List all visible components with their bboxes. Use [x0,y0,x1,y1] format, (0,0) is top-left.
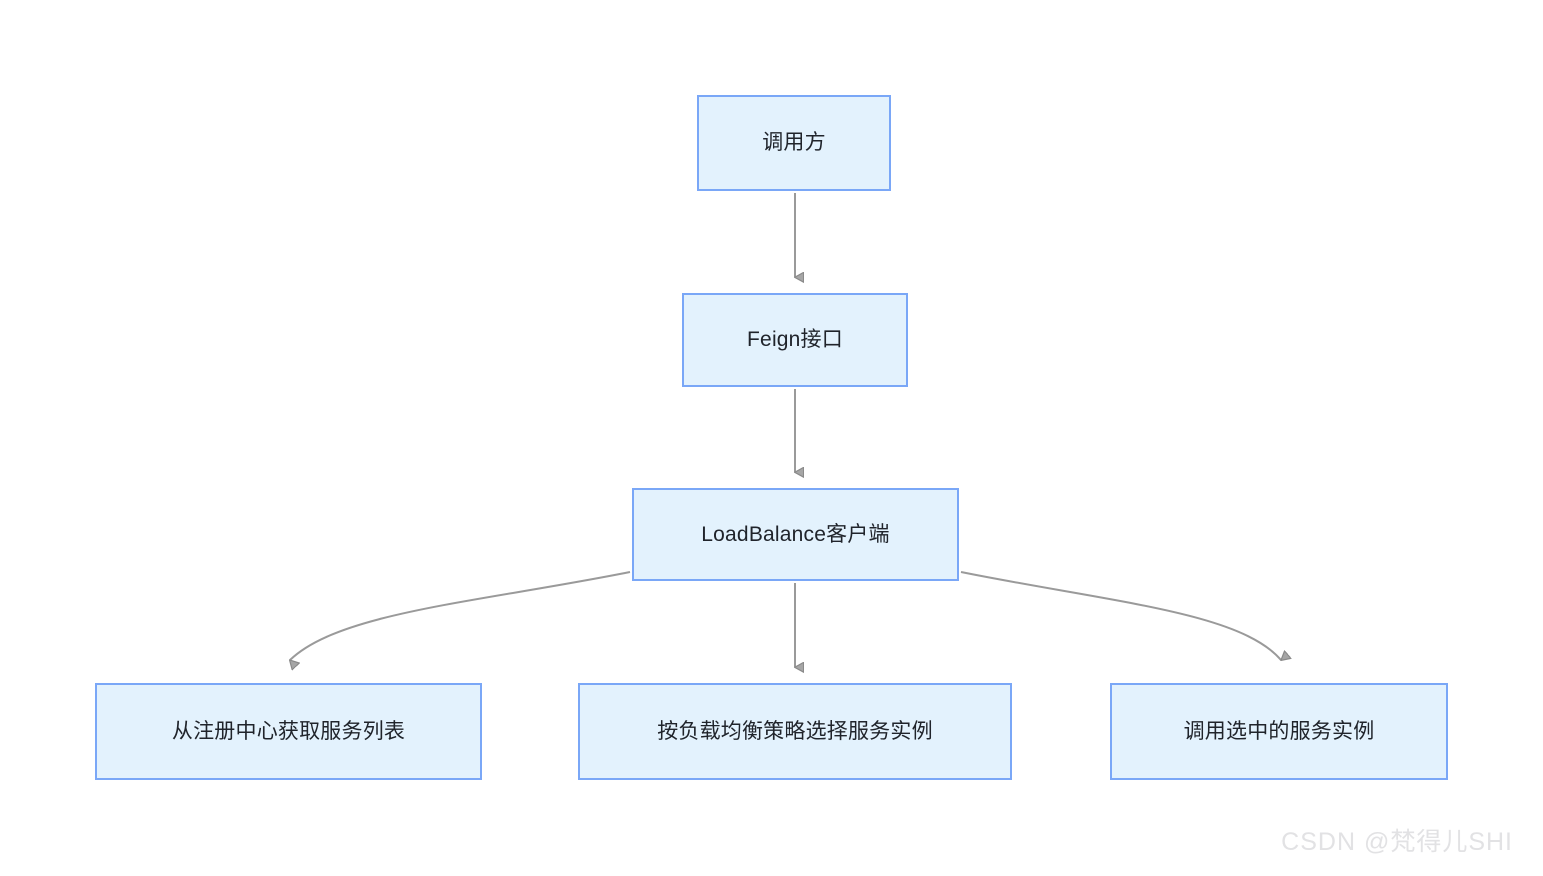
node-caller[interactable]: 调用方 [697,95,891,191]
node-fetch-service-list-label: 从注册中心获取服务列表 [171,719,406,743]
node-select-service-instance[interactable]: 按负载均衡策略选择服务实例 [578,683,1012,780]
edge-loadbalance-to-invoke-instance [960,571,1281,660]
node-caller-label: 调用方 [762,131,826,155]
edge-loadbalance-to-fetch-list [290,571,631,660]
node-invoke-service-instance-label: 调用选中的服务实例 [1183,719,1375,743]
node-fetch-service-list[interactable]: 从注册中心获取服务列表 [95,683,482,780]
node-loadbalance-client[interactable]: LoadBalance客户端 [632,488,959,581]
node-invoke-service-instance[interactable]: 调用选中的服务实例 [1110,683,1448,780]
node-feign-interface-label: Feign接口 [747,328,843,352]
watermark: CSDN @梵得儿SHI [1281,828,1513,856]
node-feign-interface[interactable]: Feign接口 [682,293,908,387]
node-loadbalance-client-label: LoadBalance客户端 [701,522,890,546]
node-select-service-instance-label: 按负载均衡策略选择服务实例 [657,719,933,743]
